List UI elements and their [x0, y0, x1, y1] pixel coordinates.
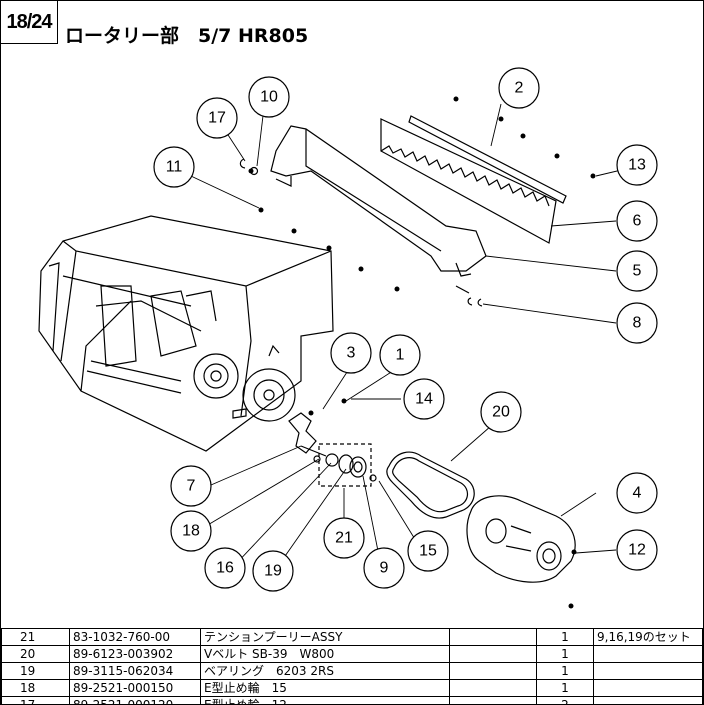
- table-row: 18 89-2521-000150 E型止め輪 15 1: [1, 679, 703, 697]
- callout-20: 20: [492, 404, 510, 421]
- callout-circles: [153, 67, 658, 592]
- v-belt: [386, 451, 475, 519]
- callout-1: 1: [396, 347, 405, 364]
- callout-12: 12: [628, 542, 646, 559]
- callout-13: 13: [628, 157, 646, 174]
- leader-lines: [175, 98, 639, 570]
- table-row: 20 89-6123-003902 Vベルト SB-39 W800 1: [1, 645, 703, 663]
- page-title: ロータリー部 5/7 HR805: [65, 25, 309, 47]
- part-name: Vベルト SB-39 W800: [200, 645, 450, 663]
- part-qty: 2: [536, 696, 594, 704]
- part-note: 9,16,19のセット: [593, 628, 703, 646]
- part-code: 89-2521-000150: [69, 679, 201, 697]
- serrated-blade: [380, 118, 557, 244]
- part-name: E型止め輪 15: [200, 679, 450, 697]
- blank-cell: [449, 662, 537, 680]
- part-code: 83-1032-760-00: [69, 628, 201, 646]
- part-code: 89-3115-062034: [69, 662, 201, 680]
- callout-3: 3: [347, 345, 356, 362]
- part-qty: 1: [536, 662, 594, 680]
- callout-10: 10: [260, 89, 278, 106]
- belt-cover: [466, 495, 576, 583]
- cover-plate: [270, 125, 487, 277]
- callout-14: 14: [415, 391, 433, 408]
- table-row: 21 83-1032-760-00 テンションプーリーASSY 1 9,16,1…: [1, 628, 703, 646]
- part-qty: 1: [536, 679, 594, 697]
- part-number: 18: [1, 679, 70, 697]
- part-name: ベアリング 6203 2RS: [200, 662, 450, 680]
- callout-19: 19: [264, 563, 282, 580]
- callout-11: 11: [166, 159, 183, 176]
- part-number: 21: [1, 628, 70, 646]
- callout-15: 15: [419, 543, 437, 560]
- hardware-bolts: [248, 96, 596, 609]
- part-code: 89-2521-000120: [69, 696, 201, 704]
- part-note: [593, 645, 703, 663]
- part-number: 19: [1, 662, 70, 680]
- callout-16: 16: [216, 560, 234, 577]
- callout-17: 17: [208, 110, 226, 127]
- callout-4: 4: [633, 485, 642, 502]
- tension-arm: [288, 412, 327, 457]
- page-number: 18/24: [1, 1, 58, 44]
- pulley-assembly: [313, 443, 377, 487]
- part-name: E型止め輪 12: [200, 696, 450, 704]
- part-number: 20: [1, 645, 70, 663]
- callout-9: 9: [380, 560, 389, 577]
- blank-cell: [449, 628, 537, 646]
- callout-5: 5: [633, 263, 642, 280]
- callout-7: 7: [187, 478, 196, 495]
- blank-cell: [449, 696, 537, 704]
- blank-cell: [449, 645, 537, 663]
- callout-8: 8: [633, 315, 642, 332]
- part-code: 89-6123-003902: [69, 645, 201, 663]
- long-strip: [408, 115, 567, 204]
- part-note: [593, 662, 703, 680]
- part-number: 17: [1, 696, 70, 704]
- parts-table: 21 83-1032-760-00 テンションプーリーASSY 1 9,16,1…: [1, 628, 703, 704]
- table-row: 17 89-2521-000120 E型止め輪 12 2: [1, 696, 703, 704]
- callout-6: 6: [633, 213, 642, 230]
- callout-2: 2: [515, 80, 524, 97]
- callout-18: 18: [182, 523, 200, 540]
- rotary-housing: [38, 215, 334, 452]
- table-row: 19 89-3115-062034 ベアリング 6203 2RS 1: [1, 662, 703, 680]
- part-note: [593, 696, 703, 704]
- part-note: [593, 679, 703, 697]
- blank-cell: [449, 679, 537, 697]
- callout-21: 21: [335, 530, 353, 547]
- part-qty: 1: [536, 645, 594, 663]
- exploded-diagram: 1 2 3 4 5 6 7 8 9 10 11 12 13 14 15 16 1…: [38, 67, 658, 609]
- part-qty: 1: [536, 628, 594, 646]
- part-name: テンションプーリーASSY: [200, 628, 450, 646]
